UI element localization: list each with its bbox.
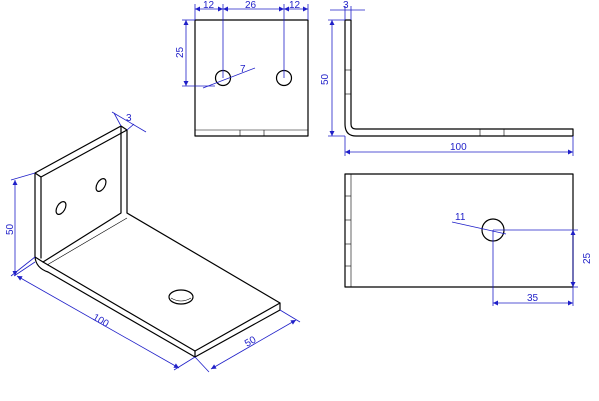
dim-side-3: 3 <box>343 0 349 11</box>
top-view: 11 25 35 <box>344 173 593 306</box>
side-view-outline <box>344 19 574 137</box>
iso-vertical-flange <box>34 125 122 263</box>
leader-top-11 <box>451 221 507 235</box>
dim-top-11: 11 <box>455 212 466 223</box>
dim-top-35: 35 <box>527 293 539 304</box>
dim-side-100: 100 <box>450 142 467 153</box>
dim-iso-50: 50 <box>5 223 16 235</box>
side-view: 3 50 100 <box>320 0 574 156</box>
front-view: 12 26 12 25 7 <box>175 0 309 137</box>
dim-line-iso-3 <box>111 111 147 133</box>
iso-hole-1 <box>55 201 67 215</box>
iso-hole-2 <box>95 178 107 192</box>
top-view-outline <box>344 173 574 288</box>
iso-hole-3 <box>168 289 194 305</box>
dim-top-25: 25 <box>582 252 593 264</box>
dim-side-50: 50 <box>320 73 331 85</box>
dim-front-7: 7 <box>240 64 246 75</box>
dim-front-25: 25 <box>175 46 186 58</box>
front-view-outline <box>194 19 309 137</box>
dim-front-12-left: 12 <box>203 0 215 11</box>
dim-line-iso-100 <box>16 275 180 369</box>
isometric-view: 3 50 100 50 <box>5 111 301 373</box>
dim-front-12-right: 12 <box>289 0 301 11</box>
dim-front-26: 26 <box>245 0 257 11</box>
dim-iso-3: 3 <box>126 113 132 124</box>
leader-front-7 <box>202 67 256 89</box>
dim-line-iso-width-50 <box>210 319 297 370</box>
dim-iso-width-50: 50 <box>243 334 259 349</box>
iso-base <box>34 212 281 358</box>
